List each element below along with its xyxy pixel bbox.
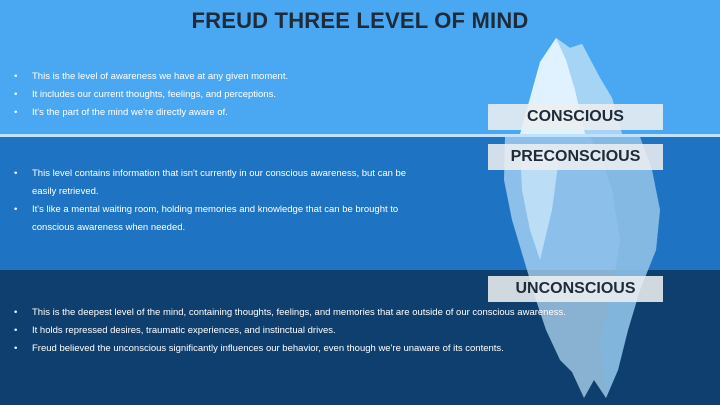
iceberg-body-shade (590, 137, 660, 398)
list-item: Freud believed the unconscious significa… (14, 340, 574, 358)
list-item: It's the part of the mind we're directly… (14, 104, 474, 122)
list-item: This is the level of awareness we have a… (14, 68, 474, 86)
conscious-label: CONSCIOUS (488, 104, 663, 130)
waterline (0, 134, 720, 137)
preconscious-label: PRECONSCIOUS (488, 144, 663, 170)
unconscious-bullet-list: This is the deepest level of the mind, c… (14, 304, 574, 358)
iceberg-body-highlight (520, 150, 560, 260)
conscious-bullet-list: This is the level of awareness we have a… (14, 68, 474, 122)
page-title: FREUD THREE LEVEL OF MIND (191, 8, 529, 33)
list-item: It holds repressed desires, traumatic ex… (14, 322, 574, 340)
preconscious-bullet-list: This level contains information that isn… (14, 165, 409, 237)
list-item: This level contains information that isn… (14, 165, 409, 201)
list-item: This is the deepest level of the mind, c… (14, 304, 574, 322)
list-item: It's like a mental waiting room, holding… (14, 201, 409, 237)
unconscious-label: UNCONSCIOUS (488, 276, 663, 302)
list-item: It includes our current thoughts, feelin… (14, 86, 474, 104)
